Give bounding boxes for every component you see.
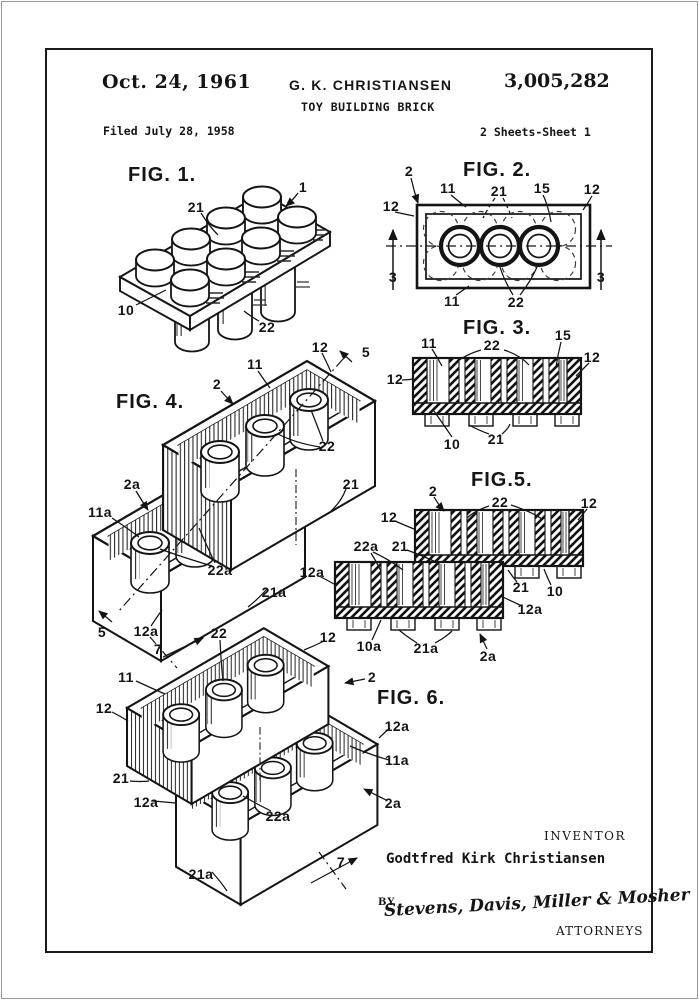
inventor-caption: INVENTOR xyxy=(544,829,627,843)
fig1-brick-drawing xyxy=(117,185,332,353)
sheet-info: 2 Sheets-Sheet 1 xyxy=(480,125,591,139)
patent-number: 3,005,282 xyxy=(504,70,610,92)
drawing-frame xyxy=(45,48,653,953)
inventor-name: Godtfred Kirk Christiansen xyxy=(386,851,606,867)
attorneys-caption: ATTORNEYS xyxy=(556,924,644,938)
patent-date: Oct. 24, 1961 xyxy=(102,71,252,93)
fig4-exploded-drawing xyxy=(91,350,377,663)
invention-title: TOY BUILDING BRICK xyxy=(301,100,435,114)
filing-date: Filed July 28, 1958 xyxy=(103,124,235,138)
applicant-name: G. K. CHRISTIANSEN xyxy=(289,77,453,93)
fig2-plan-drawing xyxy=(386,177,612,296)
fig5-title: FIG.5. xyxy=(471,469,533,491)
fig5-section-drawing xyxy=(318,496,588,650)
fig3-title: FIG. 3. xyxy=(463,317,532,339)
fig6-assembled-drawing xyxy=(111,627,391,907)
fig4-title: FIG. 4. xyxy=(116,391,185,413)
fig3-section-drawing xyxy=(401,341,590,438)
fig6-title: FIG. 6. xyxy=(377,687,446,709)
by-label: BY xyxy=(378,897,396,908)
fig2-title: FIG. 2. xyxy=(463,159,532,181)
fig1-title: FIG. 1. xyxy=(128,164,197,186)
